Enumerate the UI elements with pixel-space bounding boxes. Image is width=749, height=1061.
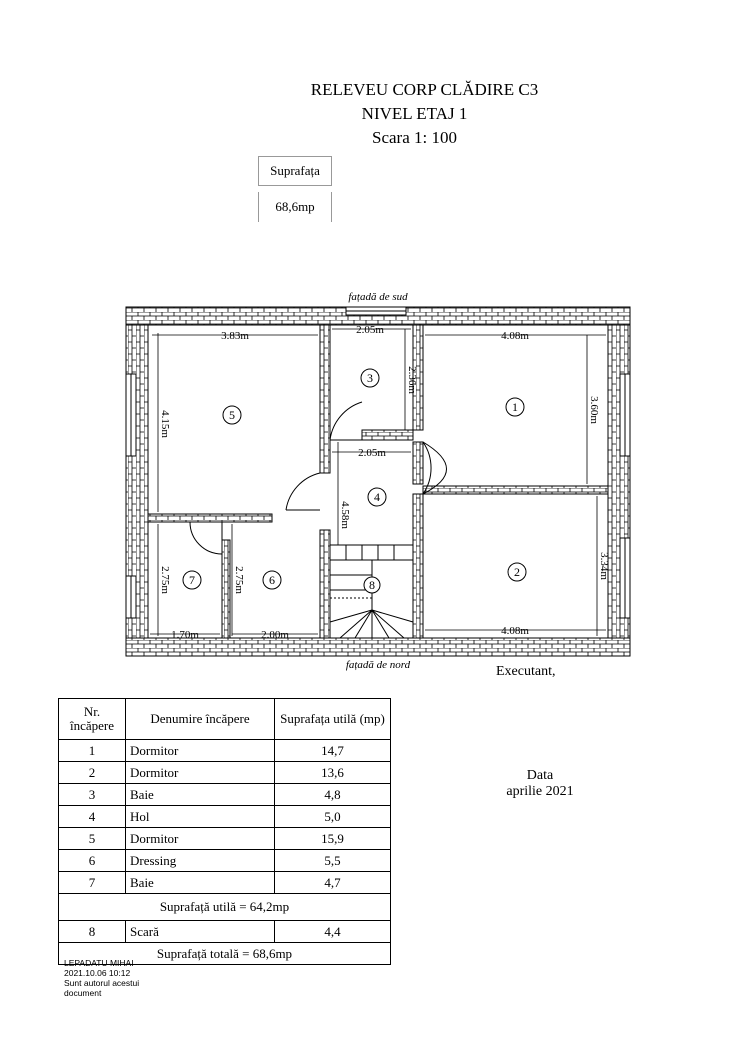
dim-r1-width: 4.08m	[501, 330, 529, 342]
signature-name: LEPADATU MIHAI	[64, 958, 134, 968]
facade-south-label: fațadă de sud	[348, 291, 408, 303]
cell-name: Dressing	[125, 849, 275, 872]
dim-r7-height: 2.75m	[159, 566, 171, 594]
grand-total-row: Suprafață totală = 68,6mp	[58, 942, 391, 965]
room-marker-8	[363, 576, 381, 594]
room-number-7: 7	[189, 573, 195, 587]
cell-area: 13,6	[274, 761, 391, 784]
room-marker-2	[507, 562, 527, 582]
cell-name: Dormitor	[125, 827, 275, 850]
executant-label: Executant,	[496, 664, 556, 679]
header-name: Denumire încăpere	[125, 698, 275, 740]
dim-r2-height: 3.34m	[598, 552, 610, 580]
room-marker-5	[222, 405, 242, 425]
room-marker-4	[367, 487, 387, 507]
room-number-1: 1	[512, 400, 518, 414]
signature-block: LEPADATU MIHAI 2021.10.06 10:12 Sunt aut…	[64, 958, 139, 998]
header-nr: Nr. încăpere	[58, 698, 126, 740]
room-number-3: 3	[367, 371, 373, 385]
dim-r7-width: 1.70m	[171, 629, 199, 641]
room-marker-1	[505, 397, 525, 417]
table-row: 4 Hol 5,0	[58, 805, 391, 828]
dim-r2-width: 4.08m	[501, 625, 529, 637]
outer-walls	[125, 306, 631, 657]
document-title: RELEVEU CORP CLĂDIRE C3	[310, 80, 539, 99]
cell-name: Scară	[125, 920, 275, 943]
room-number-2: 2	[514, 565, 520, 579]
dim-r3-width: 2.05m	[356, 324, 384, 336]
header-area: Suprafața utilă (mp)	[274, 698, 391, 740]
room-markers	[182, 368, 527, 594]
level-label: NIVEL ETAJ 1	[361, 104, 468, 123]
cell-name: Baie	[125, 783, 275, 806]
cell-area: 15,9	[274, 827, 391, 850]
useful-total-row: Suprafață utilă = 64,2mp	[58, 893, 391, 921]
room-number-4: 4	[374, 490, 380, 504]
staircase	[329, 544, 414, 639]
cell-nr: 6	[58, 849, 126, 872]
dimension-lines	[150, 328, 606, 636]
signature-datetime: 2021.10.06 10:12	[64, 968, 131, 978]
dim-r6-height: 2.75m	[233, 566, 245, 594]
room-marker-3	[360, 368, 380, 388]
room-marker-6	[262, 570, 282, 590]
area-box-label: Suprafața	[258, 156, 332, 186]
dim-hall-height: 4.58m	[339, 501, 351, 529]
cell-nr: 5	[58, 827, 126, 850]
cell-nr: 8	[58, 920, 126, 943]
table-row: 3 Baie 4,8	[58, 783, 391, 806]
dim-r1-height: 3.60m	[588, 396, 600, 424]
room-number-8: 8	[369, 578, 375, 592]
dim-r5-height: 4.15m	[159, 410, 171, 438]
grand-total: Suprafață totală = 68,6mp	[58, 942, 391, 965]
door-swings	[189, 401, 447, 555]
table-header-row: Nr. încăpere Denumire încăpere Suprafața…	[58, 698, 391, 740]
windows	[125, 306, 631, 619]
cell-area: 5,0	[274, 805, 391, 828]
table-row: 7 Baie 4,7	[58, 871, 391, 894]
table-row: 5 Dormitor 15,9	[58, 827, 391, 850]
floor-plan: fațadă de sud fațadă de nord 3.83m 2.05m…	[125, 291, 631, 671]
dim-r3-height: 2.36m	[406, 366, 418, 394]
cell-area: 5,5	[274, 849, 391, 872]
table-row: 2 Dormitor 13,6	[58, 761, 391, 784]
table-row: 1 Dormitor 14,7	[58, 739, 391, 762]
cell-name: Dormitor	[125, 739, 275, 762]
signature-line1: Sunt autorul acestui	[64, 978, 140, 988]
room-marker-7	[182, 570, 202, 590]
facade-north-label: fațadă de nord	[346, 659, 411, 671]
dim-r6-width: 2.00m	[261, 629, 289, 641]
rooms-table: Nr. încăpere Denumire încăpere Suprafața…	[58, 698, 391, 965]
cell-area: 14,7	[274, 739, 391, 762]
cell-area: 4,4	[274, 920, 391, 943]
date-label: Data	[526, 768, 554, 783]
date-value: aprilie 2021	[506, 784, 574, 799]
cell-area: 4,8	[274, 783, 391, 806]
table-row: 6 Dressing 5,5	[58, 849, 391, 872]
room-number-6: 6	[269, 573, 275, 587]
cell-name: Dormitor	[125, 761, 275, 784]
dim-hall-width: 2.05m	[358, 447, 386, 459]
interior-walls	[147, 324, 609, 639]
cell-nr: 1	[58, 739, 126, 762]
cell-nr: 7	[58, 871, 126, 894]
area-box-value: 68,6mp	[258, 192, 332, 222]
cell-nr: 4	[58, 805, 126, 828]
room-number-5: 5	[229, 408, 235, 422]
cell-nr: 3	[58, 783, 126, 806]
cell-nr: 2	[58, 761, 126, 784]
dim-r5-width: 3.83m	[221, 330, 249, 342]
signature-line2: document	[64, 988, 102, 998]
scale-label: Scara 1: 100	[372, 128, 457, 147]
cell-name: Baie	[125, 871, 275, 894]
cell-name: Hol	[125, 805, 275, 828]
useful-total: Suprafață utilă = 64,2mp	[58, 893, 391, 921]
cell-area: 4,7	[274, 871, 391, 894]
table-row: 8 Scară 4,4	[58, 920, 391, 943]
